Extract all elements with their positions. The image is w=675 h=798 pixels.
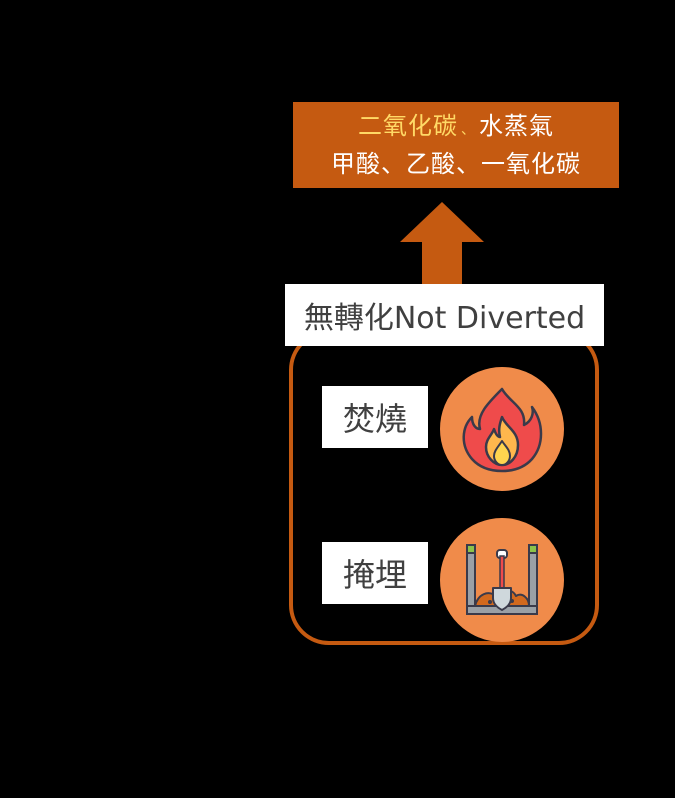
output-separator: 、 [461, 122, 476, 138]
fire-icon [440, 367, 564, 491]
output-line-1: 二氧化碳 、 水蒸氣 [358, 109, 554, 147]
incineration-label: 焚燒 [322, 386, 428, 448]
output-gases-box: 二氧化碳 、 水蒸氣 甲酸、乙酸、一氧化碳 [293, 102, 619, 188]
output-line-2: 甲酸、乙酸、一氧化碳 [331, 150, 581, 178]
up-arrow-icon [400, 202, 484, 286]
landfill-shovel-icon [440, 518, 564, 642]
output-water-vapor-text: 水蒸氣 [479, 112, 554, 140]
landfill-label: 掩埋 [322, 542, 428, 604]
output-co2-text: 二氧化碳 [358, 112, 458, 140]
not-diverted-label: 無轉化Not Diverted [285, 284, 604, 346]
